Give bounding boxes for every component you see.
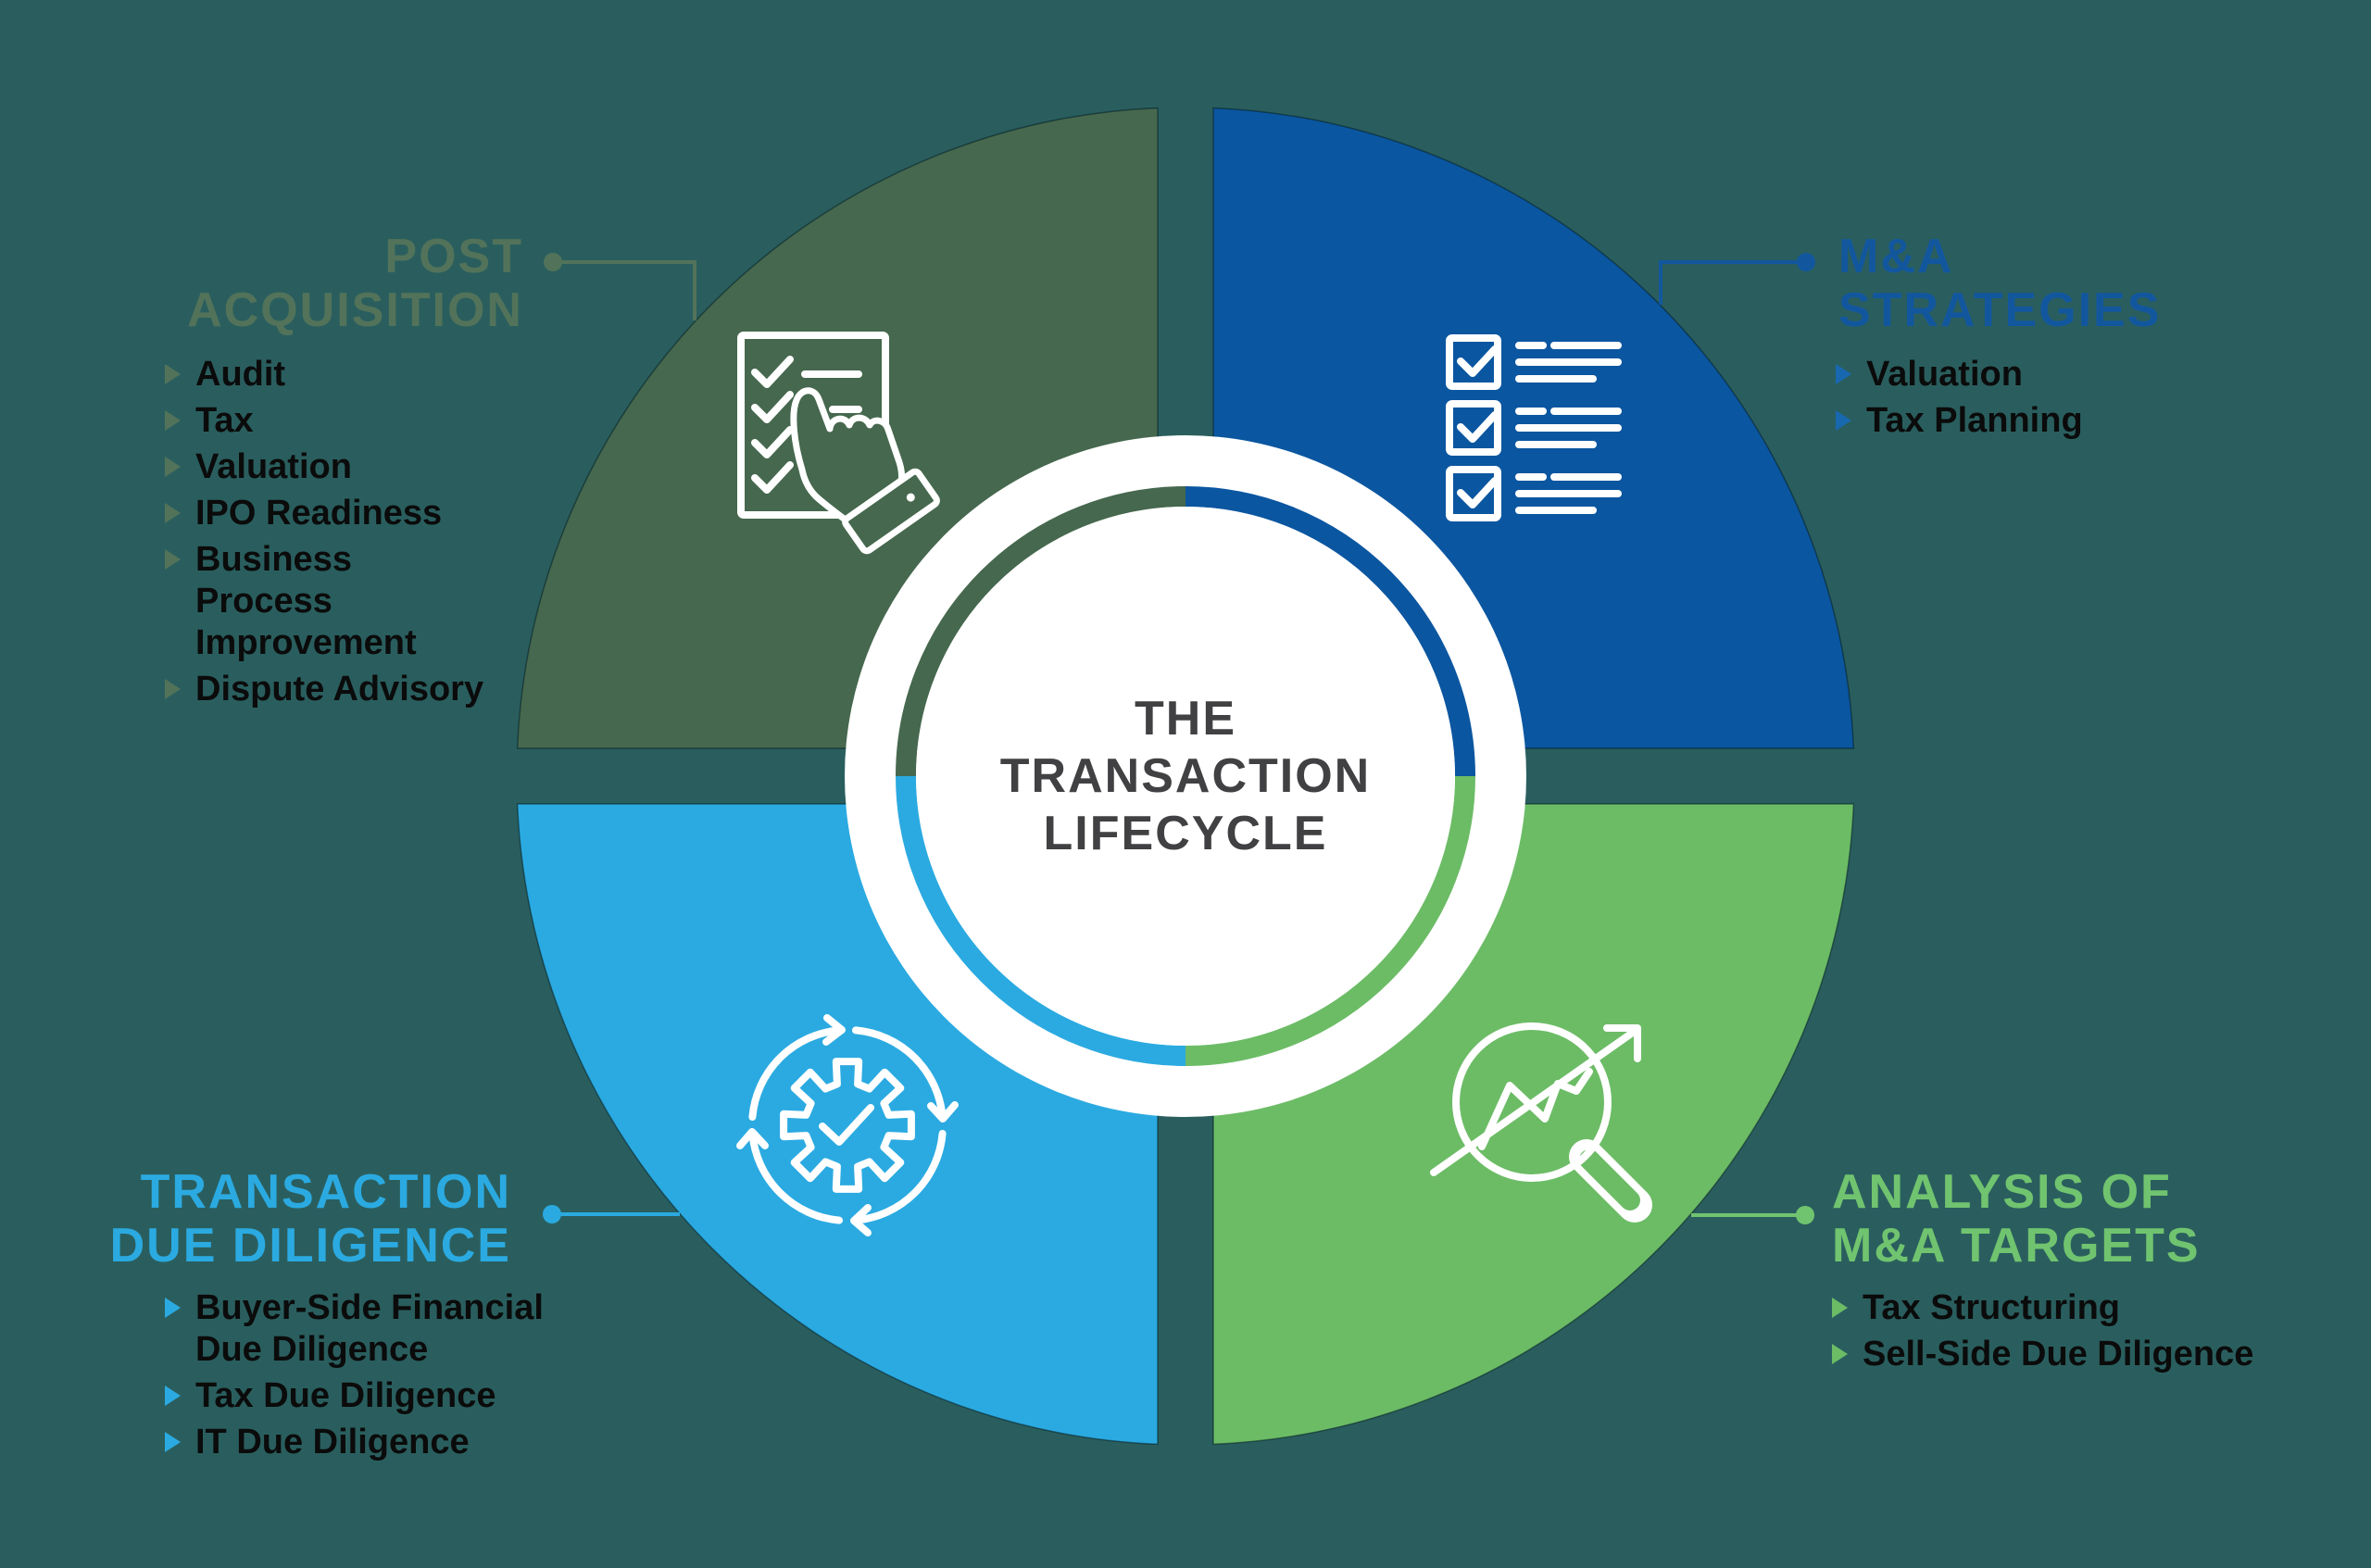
list-item-label: Dispute Advisory bbox=[195, 670, 484, 709]
triangle-bullet-icon bbox=[165, 503, 181, 523]
magnifier-trend-icon bbox=[1430, 1022, 1652, 1223]
connector-dot bbox=[544, 253, 562, 271]
connector-analysis-of-ma-targets bbox=[1691, 1206, 1814, 1224]
magnifier-handle-hollow bbox=[1579, 1149, 1640, 1210]
center-color-ring bbox=[896, 486, 1475, 1066]
list-item-label: Business Process Improvement bbox=[195, 540, 417, 662]
list-item: Buyer-Side Financial Due Diligence bbox=[165, 1287, 563, 1371]
list-item-label: Valuation bbox=[195, 447, 352, 486]
connector-line bbox=[561, 260, 696, 320]
list-item: IPO Readiness bbox=[165, 493, 484, 534]
ring-arc-post-acquisition bbox=[896, 486, 1186, 777]
ring-arc-transaction-due-diligence bbox=[896, 775, 1186, 1066]
connector-line bbox=[1659, 260, 1798, 305]
list-item: Tax Planning bbox=[1836, 400, 2234, 442]
triangle-bullet-icon bbox=[165, 1386, 181, 1406]
heading-line: TRANSACTION bbox=[140, 1165, 511, 1219]
list-item: Valuation bbox=[165, 446, 484, 488]
list-item: Tax Due Diligence bbox=[165, 1375, 563, 1417]
list-item-label: IPO Readiness bbox=[195, 494, 443, 533]
connector-transaction-due-diligence bbox=[543, 1205, 680, 1223]
triangle-bullet-icon bbox=[1836, 364, 1851, 384]
list-item-label: IT Due Diligence bbox=[195, 1423, 470, 1461]
connector-dot bbox=[1797, 253, 1815, 271]
list-item: Valuation bbox=[1836, 354, 2234, 395]
heading-line: M&A TARGETS bbox=[1832, 1219, 2201, 1273]
heading-line: POST bbox=[384, 230, 523, 283]
list-item-label: Tax Due Diligence bbox=[195, 1376, 496, 1415]
trend-arrow-head bbox=[1603, 1024, 1641, 1062]
hand-cuff bbox=[842, 468, 940, 555]
list-item-label: Buyer-Side Financial Due Diligence bbox=[195, 1288, 544, 1369]
gear-check bbox=[819, 1104, 874, 1146]
heading-line: DUE DILIGENCE bbox=[109, 1219, 511, 1273]
gear-outline bbox=[780, 1058, 915, 1193]
triangle-bullet-icon bbox=[165, 1298, 181, 1318]
ring-arc-analysis-of-ma-targets bbox=[1185, 775, 1475, 1066]
triangle-bullet-icon bbox=[165, 457, 181, 477]
list-item: IT Due Diligence bbox=[165, 1422, 563, 1463]
list-item: Dispute Advisory bbox=[165, 669, 484, 710]
heading-ma-strategies: M&A STRATEGIES bbox=[1838, 230, 2161, 337]
checklist-hand-icon bbox=[737, 332, 940, 555]
center-title-line: LIFECYCLE bbox=[1043, 807, 1328, 860]
trend-zigzag bbox=[1478, 1068, 1593, 1150]
triangle-bullet-icon bbox=[165, 1432, 181, 1452]
list-item: Tax bbox=[165, 400, 484, 442]
triangle-bullet-icon bbox=[165, 410, 181, 431]
list-item-label: Tax bbox=[195, 401, 254, 440]
triangle-bullet-icon bbox=[165, 364, 181, 384]
list-item-label: Tax Planning bbox=[1866, 401, 2083, 440]
heading-line: ANALYSIS OF bbox=[1832, 1165, 2172, 1219]
connector-ma-strategies bbox=[1659, 253, 1815, 305]
gear-sync-icon bbox=[736, 1014, 959, 1236]
list-item: Sell-Side Due Diligence bbox=[1832, 1334, 2323, 1375]
triangle-bullet-icon bbox=[165, 549, 181, 570]
hand-pointer bbox=[790, 387, 905, 533]
list-item-label: Tax Structuring bbox=[1863, 1288, 2120, 1327]
heading-post-acquisition: POST ACQUISITION bbox=[187, 230, 523, 337]
triangle-bullet-icon bbox=[1832, 1344, 1848, 1364]
list-item: Tax Structuring bbox=[1832, 1287, 2323, 1329]
heading-line: STRATEGIES bbox=[1838, 283, 2162, 337]
list-item-label: Audit bbox=[195, 355, 286, 394]
list-item: Business Process Improvement bbox=[165, 539, 484, 664]
triangle-bullet-icon bbox=[1832, 1298, 1848, 1318]
magnifier-glass bbox=[1452, 1022, 1612, 1182]
connector-dot bbox=[543, 1205, 561, 1223]
center-white-disc bbox=[916, 507, 1455, 1046]
triangle-bullet-icon bbox=[1836, 410, 1851, 431]
heading-line: M&A bbox=[1838, 230, 1954, 283]
list-item: Audit bbox=[165, 354, 484, 395]
trend-arrow-line bbox=[1430, 1028, 1637, 1176]
heading-analysis-of-ma-targets: ANALYSIS OF M&A TARGETS bbox=[1832, 1165, 2201, 1273]
heading-transaction-due-diligence: TRANSACTION DUE DILIGENCE bbox=[110, 1165, 511, 1273]
connector-post-acquisition bbox=[544, 253, 696, 320]
heading-line: ACQUISITION bbox=[187, 283, 523, 337]
list-item-label: Sell-Side Due Diligence bbox=[1863, 1335, 2254, 1374]
checkbox-list-icon bbox=[1446, 334, 1622, 521]
ring-arc-ma-strategies bbox=[1185, 486, 1475, 777]
connector-dot bbox=[1796, 1206, 1814, 1224]
list-item-label: Valuation bbox=[1866, 355, 2023, 394]
center-title: THE TRANSACTION LIFECYCLE bbox=[908, 690, 1463, 862]
center-title-line: TRANSACTION bbox=[999, 749, 1372, 803]
triangle-bullet-icon bbox=[165, 679, 181, 699]
center-title-line: THE bbox=[1135, 692, 1236, 746]
